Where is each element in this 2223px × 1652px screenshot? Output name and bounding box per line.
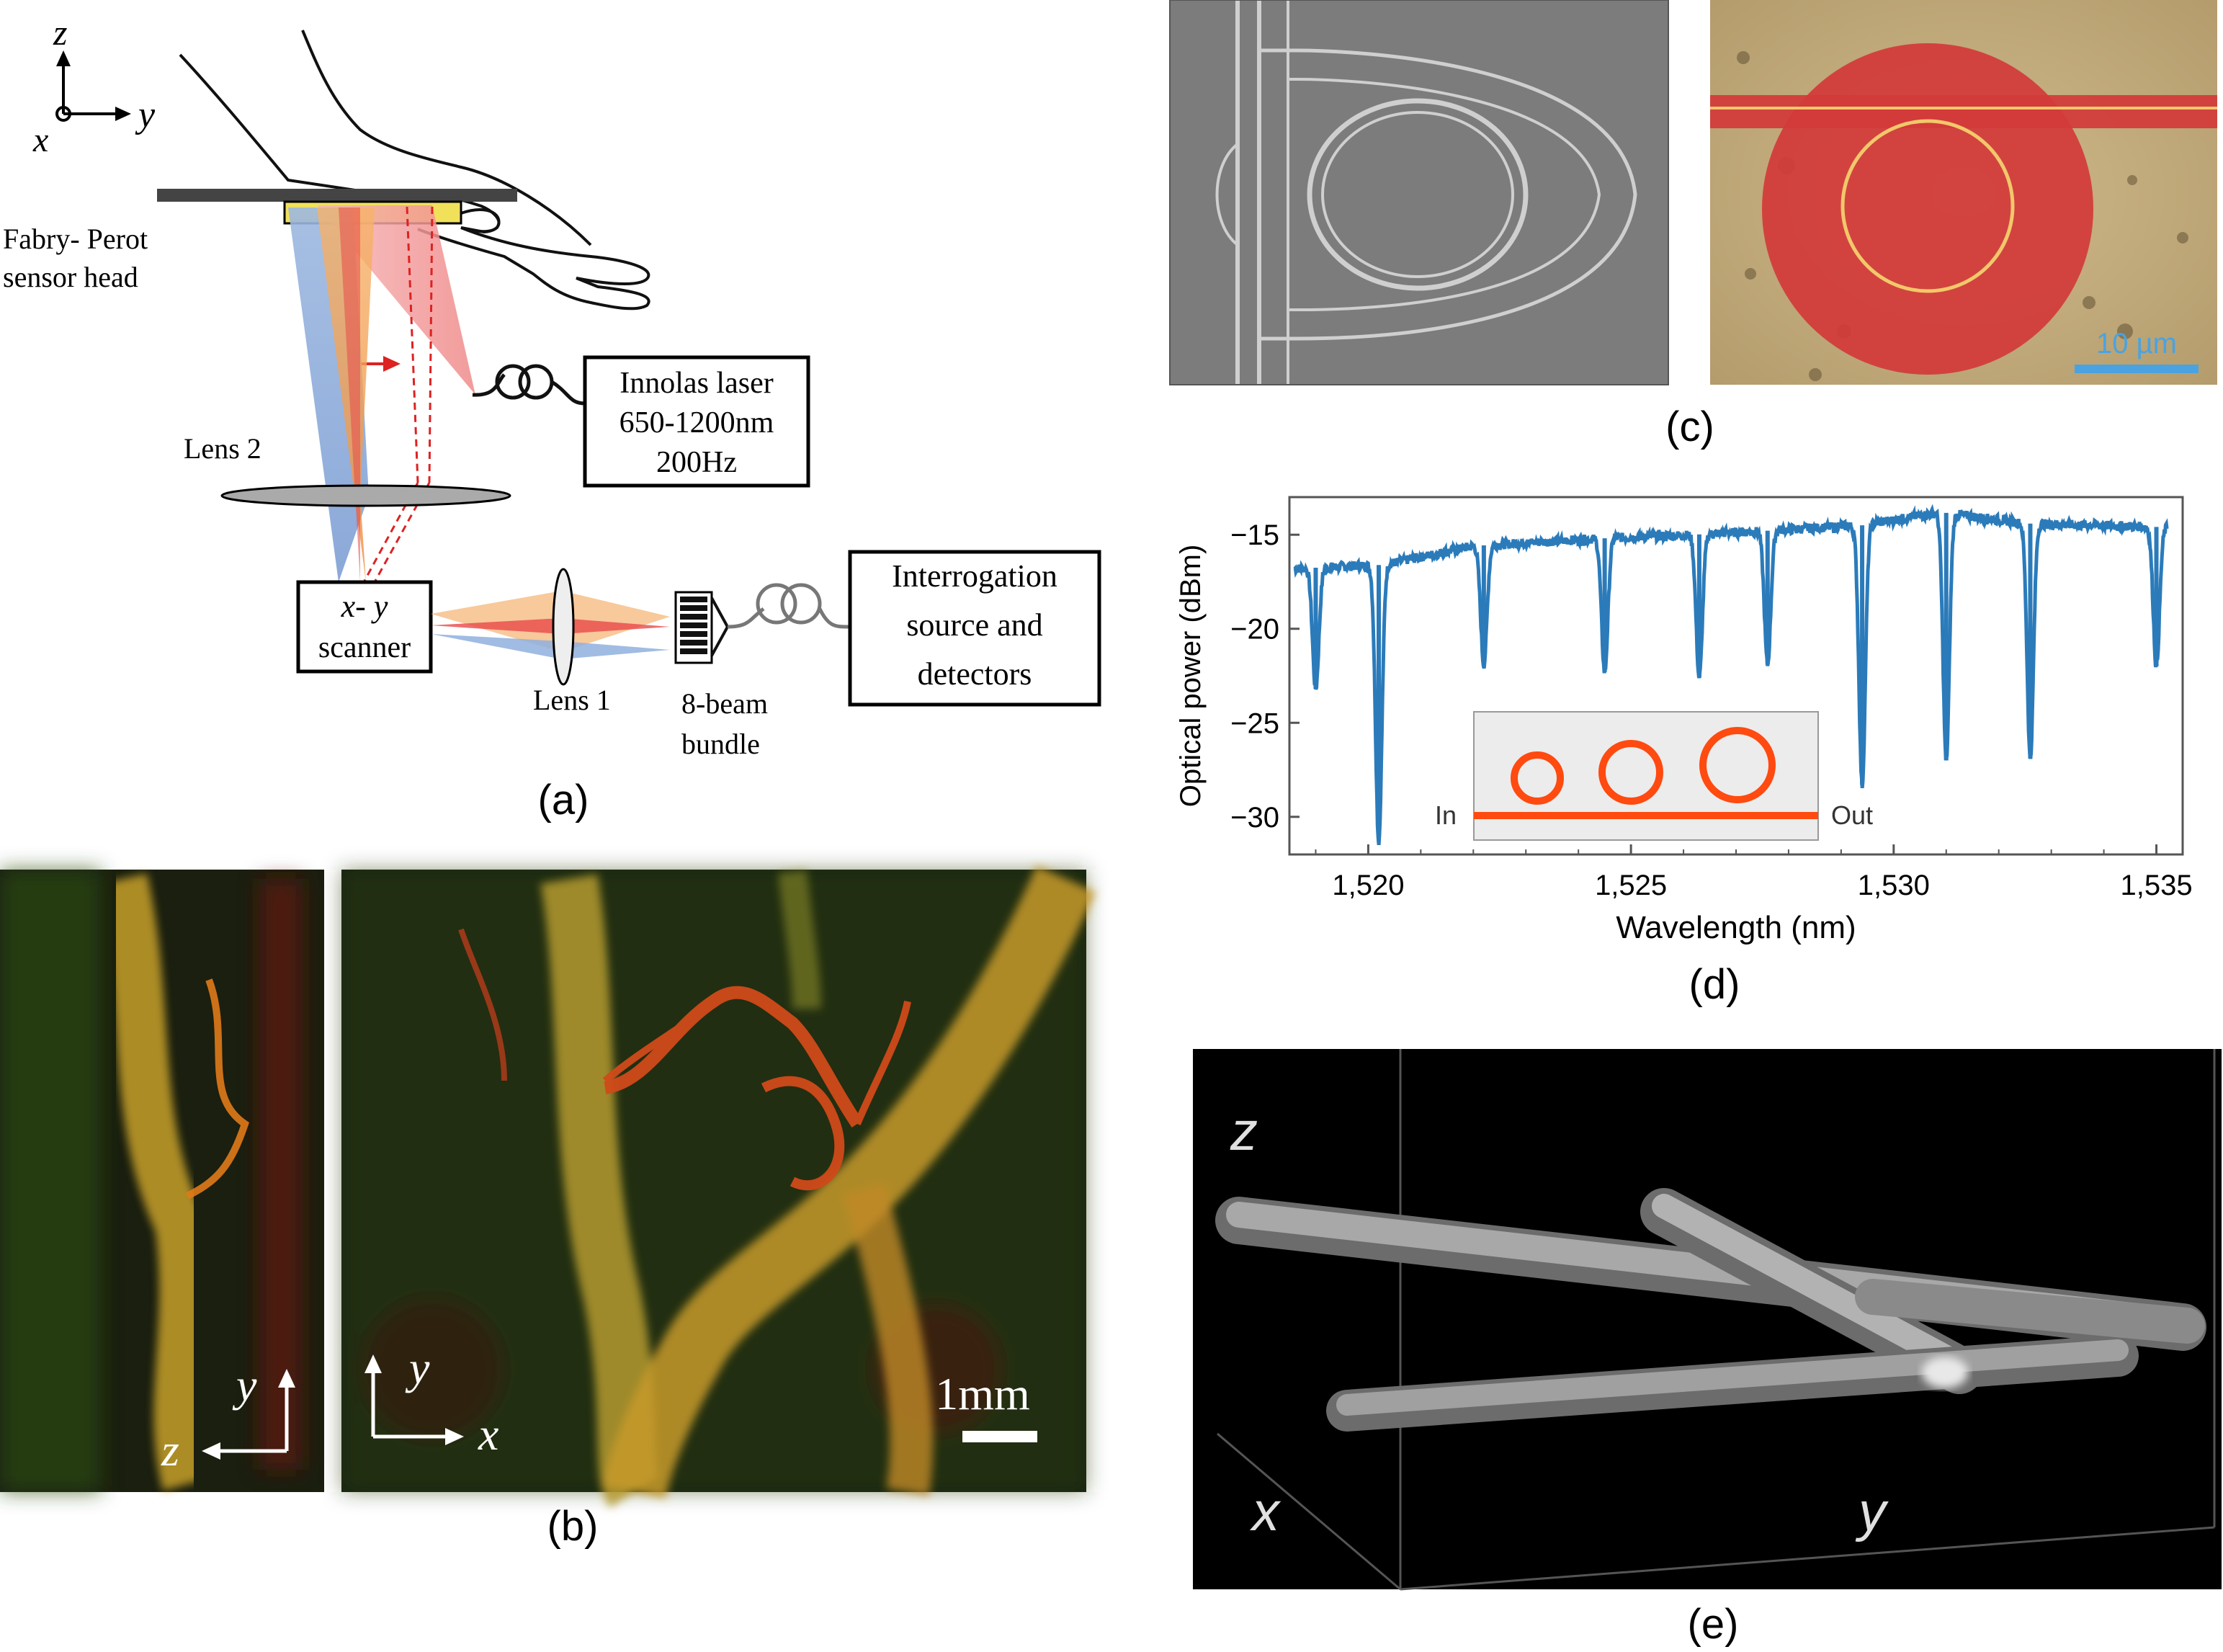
lens-1 bbox=[552, 568, 575, 686]
microscope-bus-waveguide bbox=[1710, 95, 2217, 128]
inset-ring-small bbox=[1511, 751, 1564, 805]
panel-b: y z y x 1mm (b) bbox=[0, 865, 1096, 1550]
chart-d-series-line bbox=[1293, 504, 2169, 846]
coordinate-axes-a bbox=[55, 50, 131, 122]
axis-e-x: x bbox=[1249, 1481, 1282, 1542]
axis-label-x-a: x bbox=[32, 121, 48, 159]
sem-image bbox=[1170, 0, 1668, 385]
inset-label-out: Out bbox=[1831, 800, 1873, 830]
excitation-path-dashed-2 bbox=[428, 206, 434, 483]
vessels-b-right bbox=[540, 865, 1096, 1508]
scale-bar-b bbox=[962, 1431, 1037, 1442]
vessel-b-left-branch bbox=[185, 978, 249, 1200]
caption-a: (a) bbox=[538, 777, 589, 823]
sem-ring-resonator bbox=[1215, 0, 1637, 385]
axis-b-right-y: y bbox=[405, 1342, 430, 1393]
panel-c: 10 µm (c) bbox=[1169, 0, 2217, 450]
axes-b-right bbox=[364, 1354, 464, 1445]
probe-fan-blue bbox=[431, 634, 670, 659]
microscope-red-disk bbox=[1762, 43, 2093, 375]
axes-b-left bbox=[202, 1369, 295, 1460]
lens-2-label: Lens 2 bbox=[184, 432, 261, 465]
probe-fan-red bbox=[431, 618, 670, 634]
laser-fiber bbox=[472, 373, 506, 397]
fiber-coil-2 bbox=[518, 364, 554, 400]
sensor-plate bbox=[157, 189, 517, 202]
axis-b-left-z: z bbox=[161, 1424, 179, 1475]
chart-d: 1,520 1,525 1,530 1,535 −15 −20 −25 −30 bbox=[1230, 504, 2193, 901]
axis-b-left-y: y bbox=[232, 1359, 257, 1411]
lens-1-label: Lens 1 bbox=[533, 684, 611, 716]
laser-fiber-2 bbox=[550, 380, 586, 406]
lens-2 bbox=[220, 484, 511, 507]
inset-ring-medium bbox=[1598, 740, 1663, 805]
scale-bar-c bbox=[2075, 365, 2199, 373]
xy-scanner-box bbox=[296, 580, 433, 674]
laser-box bbox=[583, 355, 810, 488]
scan-direction-arrowhead bbox=[383, 356, 401, 372]
beam-bundle bbox=[674, 591, 729, 664]
caption-e: (e) bbox=[1688, 1601, 1739, 1648]
scanner-label-2: scanner bbox=[318, 631, 411, 664]
panel-d: 1,520 1,525 1,530 1,535 −15 −20 −25 −30 Optical… bbox=[1175, 496, 2193, 1008]
bundle-label-2: bundle bbox=[681, 728, 760, 760]
chart-d-x-tick-label: 1,530 bbox=[1858, 870, 1930, 901]
vessel-b-left bbox=[97, 873, 212, 1491]
chart-d-y-axis-label: Optical power (dBm) bbox=[1175, 545, 1207, 808]
interrogation-label-1: Interrogation bbox=[892, 558, 1057, 594]
interrogation-fiber-2 bbox=[818, 607, 849, 629]
bounding-box-e bbox=[1217, 1049, 2216, 1591]
inset-label-in: In bbox=[1435, 800, 1457, 830]
vessels-3d bbox=[1215, 1188, 2206, 1432]
laser-label-1: Innolas laser bbox=[620, 367, 773, 400]
chart-d-x-tick-label: 1,520 bbox=[1332, 870, 1404, 901]
bundle-label-1: 8-beam bbox=[681, 687, 768, 720]
sensor-head-label-1: Fabry- Perot bbox=[3, 223, 148, 255]
interrogation-label-3: detectors bbox=[918, 656, 1032, 692]
microscope-ring bbox=[1840, 119, 2015, 293]
chart-d-x-tick-label: 1,525 bbox=[1595, 870, 1667, 901]
chart-d-y-tick-label: −30 bbox=[1230, 802, 1279, 834]
inset-ring-large bbox=[1699, 727, 1776, 803]
fiber-coil-4 bbox=[780, 583, 822, 625]
axis-e-z: z bbox=[1230, 1101, 1258, 1162]
interrogation-box bbox=[848, 550, 1101, 707]
sensor-head-label-2: sensor head bbox=[3, 261, 138, 293]
axis-e-y: y bbox=[1855, 1481, 1889, 1542]
laser-label-2: 650-1200nm bbox=[620, 406, 774, 439]
fiber-coil-1 bbox=[495, 364, 531, 400]
finger-nail bbox=[460, 208, 501, 233]
vessel-highlight bbox=[1922, 1357, 1968, 1388]
scale-bar-label-b: 1mm bbox=[935, 1368, 1030, 1419]
laser-label-3: 200Hz bbox=[656, 446, 737, 479]
axis-b-right-x: x bbox=[478, 1408, 498, 1460]
caption-c: (c) bbox=[1665, 403, 1714, 450]
sem-border bbox=[1169, 0, 1669, 385]
excitation-path-dashed bbox=[406, 206, 419, 483]
axis-label-y-a: y bbox=[135, 94, 156, 135]
panel-e: z x y (e) bbox=[1193, 1049, 2222, 1648]
chart-d-y-tick-label: −25 bbox=[1230, 707, 1279, 739]
chart-d-y-tick-label: −15 bbox=[1230, 519, 1279, 551]
caption-b: (b) bbox=[547, 1503, 599, 1550]
axis-label-z-a: z bbox=[53, 12, 67, 53]
interrogation-label-2: source and bbox=[906, 607, 1042, 643]
chart-d-x-tick-label: 1,535 bbox=[2120, 870, 2192, 901]
fiber-coil-3 bbox=[756, 583, 797, 625]
vessels-b-red bbox=[458, 928, 911, 1191]
chart-d-x-axis-label: Wavelength (nm) bbox=[1616, 910, 1856, 945]
caption-d: (d) bbox=[1689, 961, 1740, 1008]
chart-d-y-tick-label: −20 bbox=[1230, 614, 1279, 646]
scale-bar-label-c: 10 µm bbox=[2096, 328, 2177, 360]
panel-a: z y x Fabry- Perot sensor head Lens 2 In bbox=[3, 12, 1101, 823]
image-b-left-texture bbox=[0, 870, 303, 1492]
scanner-label-1: x- y bbox=[341, 589, 388, 624]
